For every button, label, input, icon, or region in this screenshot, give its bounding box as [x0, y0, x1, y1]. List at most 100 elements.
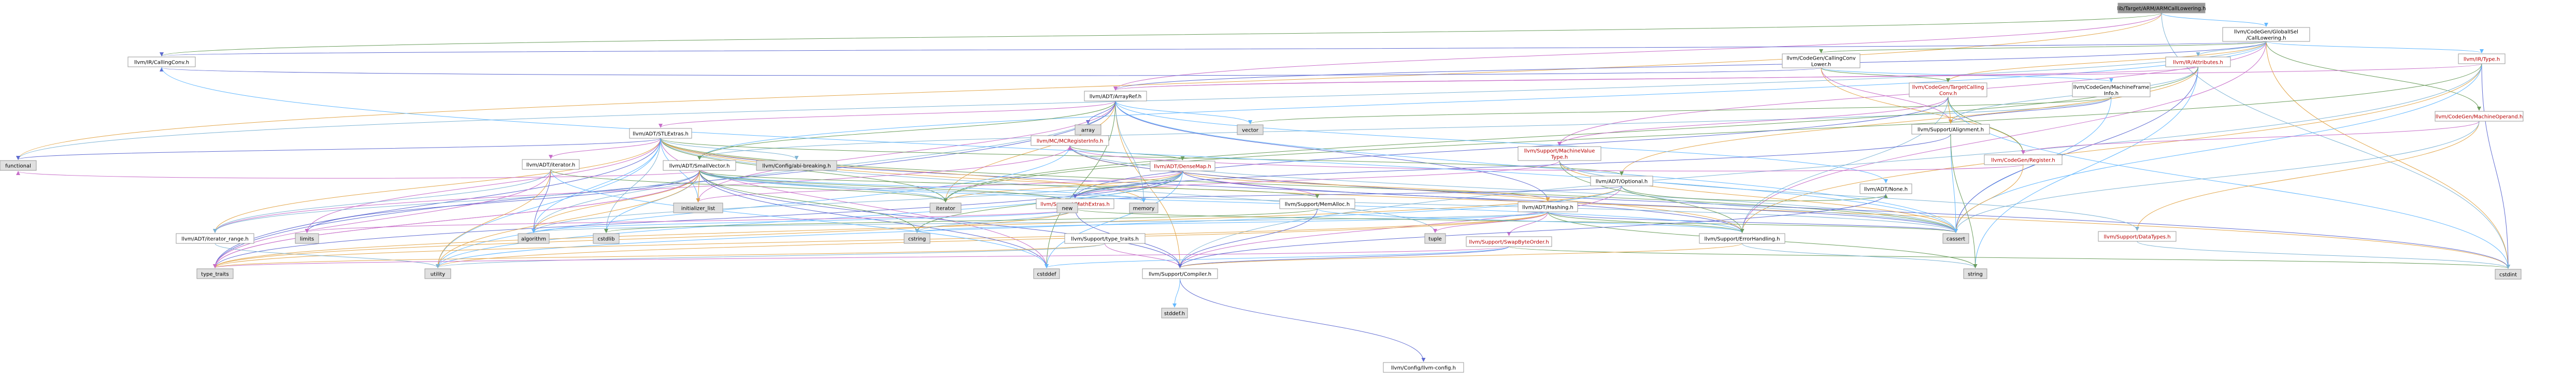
node-iterrange[interactable]: llvm/ADT/iterator_range.h — [176, 233, 254, 244]
node-stlextras[interactable]: llvm/ADT/STLExtras.h — [629, 128, 692, 139]
edge-hashing-to-utility — [436, 211, 1548, 268]
node-label: cstdint — [2499, 272, 2517, 278]
node-box — [1699, 233, 1785, 244]
node-box — [2495, 269, 2522, 280]
node-label: llvm/IR/CallingConv.h — [134, 60, 189, 66]
edge-smallvector-to-new — [699, 170, 1069, 202]
node-label: llvm/Config/abi-breaking.h — [762, 164, 831, 169]
node-type-traits: type_traits — [196, 268, 234, 279]
edge-gcl-to-arrayref — [1113, 41, 2267, 91]
edge-attributes-to-cassert — [1954, 66, 2198, 233]
node-callconv[interactable]: llvm/IR/CallingConv.h — [127, 56, 196, 67]
node-box — [127, 56, 196, 67]
edge-typetraits_llvm-to-compiler — [1105, 243, 1182, 268]
node-alignment[interactable]: llvm/Support/Alignment.h — [1911, 124, 1990, 135]
edge-arrayref-to-type_traits — [213, 100, 1116, 268]
edge-iterator-to-iteratorstd — [550, 169, 948, 202]
node-label: new — [1062, 206, 1073, 212]
edge-arrayref-to-smallvector — [697, 100, 1116, 160]
node-iterator[interactable]: llvm/ADT/iterator.h — [522, 159, 580, 170]
node-box — [1942, 233, 1969, 244]
node-type[interactable]: llvm/IR/Type.h — [2458, 53, 2506, 64]
node-utility: utility — [424, 268, 451, 279]
edge-smallvector-to-cstring — [699, 170, 919, 233]
node-label: llvm/Support/Alignment.h — [1917, 127, 1984, 133]
edge-alignment-to-mathextras — [1073, 134, 1951, 198]
node-new: new — [1056, 202, 1078, 213]
edge-densemap-to-initlist — [696, 170, 1183, 202]
node-smallvector[interactable]: llvm/ADT/SmallVector.h — [663, 160, 736, 171]
edge-arrayref-to-hashing — [1115, 100, 1550, 201]
node-cstddef: cstddef — [1033, 268, 1060, 279]
node-label: llvm/Support/Compiler.h — [1149, 272, 1211, 278]
node-root[interactable]: lib/Target/ARM/ARMCallLowering.h — [2117, 3, 2206, 13]
edge-memalloc-to-errorhandling — [1317, 208, 1744, 233]
node-datatypes[interactable]: llvm/Support/DataTypes.h — [2098, 231, 2177, 242]
nodes-layer: lib/Target/ARM/ARMCallLowering.h llvm/Cod… — [0, 3, 2524, 373]
edges-layer — [16, 12, 2510, 362]
edge-tlc-to-mvt — [1557, 96, 1949, 146]
edge-iterator-to-utility — [436, 169, 551, 268]
node-densemap[interactable]: llvm/ADT/DenseMap.h — [1150, 161, 1215, 171]
node-box — [1031, 135, 1109, 146]
node-arrayref[interactable]: llvm/ADT/ArrayRef.h — [1084, 91, 1147, 102]
node-label: cassert — [1947, 237, 1965, 242]
node-label: limits — [300, 237, 314, 242]
edge-gcl-to-errorhandling — [1740, 41, 2267, 233]
node-box — [2435, 111, 2524, 122]
edge-hashing-to-type_traits — [213, 211, 1548, 268]
edge-optional-to-none — [1621, 185, 1888, 201]
node-register[interactable]: llvm/CodeGen/Register.h — [1984, 154, 2063, 165]
edge-smallvector-to-functional — [16, 170, 700, 179]
edge-stlextras-to-optional — [660, 138, 1624, 176]
node-memalloc[interactable]: llvm/Support/MemAlloc.h — [1279, 198, 1355, 209]
node-attributes[interactable]: llvm/IR/Attributes.h — [2165, 56, 2231, 67]
edge-mfi-to-alignment — [1949, 96, 2112, 124]
node-box — [1963, 268, 1987, 279]
edge-mo-to-cassert — [1954, 121, 2480, 233]
edge-iterator-to-cstddef — [550, 169, 1049, 268]
edge-tlc-to-cstdint — [1948, 96, 2510, 269]
node-box — [2117, 3, 2206, 13]
edge-type-to-arrayref — [1113, 63, 2482, 91]
node-compiler[interactable]: llvm/Support/Compiler.h — [1142, 268, 1218, 279]
node-box — [593, 233, 620, 244]
node-box — [1084, 91, 1147, 102]
edge-tlc-to-errorhandling — [1740, 96, 1949, 233]
edge-densemap-to-utility — [436, 170, 1183, 268]
node-swapbyte[interactable]: llvm/Support/SwapByteOrder.h — [1466, 236, 1552, 247]
node-label: utility — [431, 272, 446, 278]
node-gcl[interactable]: llvm/CodeGen/GlobalISel/CallLowering.h — [2222, 27, 2310, 42]
node-label: llvm/ADT/None.h — [1864, 187, 1908, 193]
node-label: vector — [1242, 128, 1259, 134]
node-box — [1129, 202, 1158, 213]
node-errorhandling[interactable]: llvm/Support/ErrorHandling.h — [1699, 233, 1785, 244]
node-label: llvm/CodeGen/MachineFrame — [2073, 85, 2150, 91]
edge-stlextras-to-iterrange — [213, 138, 661, 233]
node-typetraits-llvm[interactable]: llvm/Support/type_traits.h — [1064, 233, 1146, 244]
edge-mvt-to-datatypes — [1559, 160, 2139, 231]
edge-mcreg-to-utility — [436, 145, 1070, 268]
edge-attributes-to-string — [1973, 66, 2198, 268]
edge-stlextras-to-utility — [436, 138, 661, 268]
edge-densemap-to-algorithm — [532, 170, 1183, 233]
node-memory: memory — [1129, 202, 1158, 213]
node-mo[interactable]: llvm/CodeGen/MachineOperand.h — [2435, 111, 2524, 122]
node-mcreg[interactable]: llvm/MC/MCRegisterInfo.h — [1031, 135, 1109, 146]
node-llvmconfig[interactable]: llvm/Config/llvm-config.h — [1383, 362, 1464, 373]
edge-stlextras-to-abibreaking — [660, 138, 799, 160]
node-hashing[interactable]: llvm/ADT/Hashing.h — [1518, 201, 1578, 212]
edge-hashing-to-tuple — [1433, 211, 1548, 233]
node-optional[interactable]: llvm/ADT/Optional.h — [1590, 176, 1653, 186]
edge-arrayref-to-vector — [1115, 100, 1252, 124]
edge-mfi-to-vector — [1248, 96, 2112, 124]
node-box — [1237, 124, 1264, 135]
node-label: memory — [1133, 206, 1155, 212]
node-none[interactable]: llvm/ADT/None.h — [1859, 183, 1912, 194]
node-label: llvm/Support/type_traits.h — [1071, 237, 1138, 242]
edge-gcl-to-cstdint — [2266, 41, 2510, 269]
